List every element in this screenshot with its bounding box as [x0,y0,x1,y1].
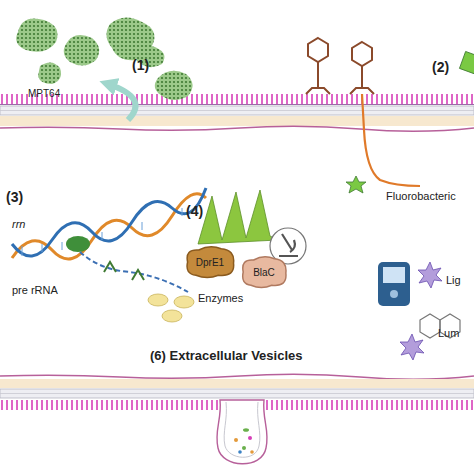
enzyme-name: DprE1 [196,257,224,268]
callout-label: (1) [132,58,149,73]
enzyme-blob: DprE1 [182,244,238,280]
callout-label: (4) [186,204,203,219]
fluorogenic-substrate [198,190,278,244]
reader-device [378,262,410,306]
callout-label: Fluorobacteric [386,190,456,202]
probe [104,262,144,280]
phage-dna [362,94,420,186]
pre-rrna-strand [80,252,188,292]
ribosome [148,294,194,322]
enzyme-blob: BlaC [238,254,290,290]
fluorescent-marker [459,51,474,74]
callout-label: rrn [12,218,25,230]
dna-helix [12,188,206,259]
callout-label: (3) [6,190,23,205]
callout-label: (2) [432,60,449,75]
rna-polymerase [66,236,90,252]
enzyme-name: BlaC [253,267,275,278]
cell-membrane [0,94,474,131]
fluorescent-marker [346,176,366,193]
bacteriophage [306,38,374,94]
callout-label: Enzymes [198,292,243,304]
callout-label: Lum [438,327,459,339]
mpt64-protein [16,17,192,120]
light-burst [400,262,442,360]
cell-membrane [0,374,474,464]
callout-label: Lig [446,274,461,286]
callout-label: (6) Extracellular Vesicles [150,349,302,363]
callout-label: pre rRNA [12,284,58,296]
callout-label: MPT64 [28,88,60,99]
